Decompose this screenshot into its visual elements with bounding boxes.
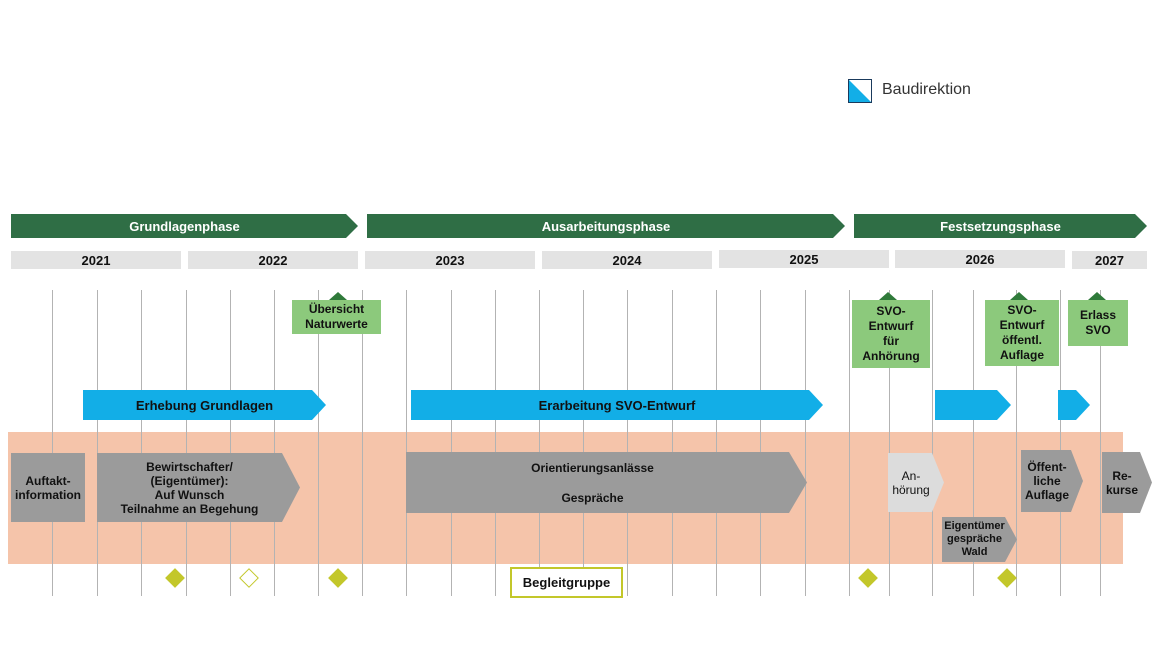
quarter-gridline — [318, 290, 319, 596]
year-2023: 2023 — [365, 251, 535, 269]
milestone-erlass-svo: Erlass SVO — [1068, 300, 1128, 346]
activity-anhoerung: An- hörung — [888, 453, 944, 512]
activity-text: hörung — [892, 482, 930, 497]
milestone-svo-auflage: SVO- Entwurf öffentl. Auflage — [985, 300, 1059, 366]
work-erarbeitung-svo-entwurf: Erarbeitung SVO-Entwurf — [411, 390, 823, 420]
org-name: Baudirektion — [882, 81, 971, 98]
activity-eigentuemergespraeche-wald: Eigentümer gespräche Wald — [942, 517, 1017, 562]
milestone-uebersicht-naturwerte: Übersicht Naturwerte — [292, 300, 381, 334]
phase-ausarbeitung: Ausarbeitungsphase — [367, 214, 845, 238]
year-2022: 2022 — [188, 251, 358, 269]
quarter-gridline — [362, 290, 363, 596]
activity-text: Auftakt- — [25, 473, 71, 488]
milestone-marker-icon — [1010, 292, 1028, 300]
work-erhebung-grundlagen: Erhebung Grundlagen — [83, 390, 326, 420]
milestone-text: für — [883, 334, 899, 348]
baudirektion-logo-icon — [848, 79, 872, 103]
activity-text: (Eigentümer): — [150, 473, 229, 488]
activity-text: liche — [1033, 474, 1061, 488]
quarter-gridline — [451, 290, 452, 596]
activity-oeffentliche-auflage: Öffent- liche Auflage — [1021, 450, 1083, 512]
quarter-gridline — [52, 290, 53, 596]
activity-rekurse: Re- kurse — [1102, 452, 1152, 513]
quarter-gridline — [672, 290, 673, 596]
activity-text: Wald — [961, 546, 988, 558]
activity-text: information — [15, 487, 81, 502]
meeting-diamond-icon — [858, 568, 878, 588]
milestone-marker-icon — [329, 292, 347, 300]
activity-text: Öffent- — [1027, 460, 1067, 474]
year-2026: 2026 — [895, 250, 1065, 268]
milestone-text: Anhörung — [862, 349, 920, 363]
quarter-gridline — [805, 290, 806, 596]
milestone-text: SVO- — [876, 304, 906, 318]
milestone-text: Naturwerte — [305, 317, 368, 331]
quarter-gridline — [141, 290, 142, 596]
milestone-marker-icon — [879, 292, 897, 300]
quarter-gridline — [1060, 290, 1061, 596]
activity-bewirtschafter: Bewirtschafter/ (Eigentümer): Auf Wunsch… — [97, 453, 300, 522]
activity-auftaktinformation: Auftakt- information — [11, 453, 85, 522]
quarter-gridline — [889, 290, 890, 596]
year-2027: 2027 — [1072, 251, 1147, 269]
year-2024: 2024 — [542, 251, 712, 269]
activity-text: Auf Wunsch — [154, 487, 225, 502]
milestone-text: Übersicht — [308, 302, 365, 316]
year-2025: 2025 — [719, 250, 889, 268]
milestone-marker-icon — [1088, 292, 1106, 300]
phase-label: Grundlagenphase — [129, 218, 240, 234]
year-2021: 2021 — [11, 251, 181, 269]
meeting-diamond-icon — [997, 568, 1017, 588]
milestone-text: Entwurf — [868, 319, 914, 333]
quarter-gridline — [495, 290, 496, 596]
activity-orientierungsanlaesse: Orientierungsanlässe Gespräche — [406, 452, 807, 513]
begleitgruppe-box: Begleitgruppe — [510, 567, 623, 598]
phase-label: Ausarbeitungsphase — [541, 218, 671, 234]
work-label: Erhebung Grundlagen — [135, 397, 274, 413]
quarter-gridline — [230, 290, 231, 596]
meeting-diamond-icon — [165, 568, 185, 588]
quarter-gridline — [627, 290, 628, 596]
activity-text: gespräche — [946, 533, 1003, 545]
work-label: Erarbeitung SVO-Entwurf — [538, 397, 696, 413]
quarter-gridline — [274, 290, 275, 596]
phase-grundlagen: Grundlagenphase — [11, 214, 358, 238]
milestone-svo-anhoerung: SVO- Entwurf für Anhörung — [852, 300, 930, 368]
milestone-text: SVO- — [1007, 303, 1037, 317]
milestone-text: SVO — [1085, 323, 1111, 337]
milestone-text: Erlass — [1079, 308, 1117, 322]
activity-text: Auflage — [1024, 488, 1069, 502]
activity-text: Re- — [1112, 468, 1132, 483]
activity-text: Teilnahme an Begehung — [120, 501, 259, 516]
activity-text: kurse — [1105, 482, 1139, 497]
phase-label: Festsetzungsphase — [940, 218, 1061, 234]
quarter-gridline — [186, 290, 187, 596]
quarter-gridline — [97, 290, 98, 596]
milestone-text: Entwurf — [999, 318, 1045, 332]
milestone-text: öffentl. — [1002, 333, 1042, 347]
quarter-gridline — [1100, 290, 1101, 596]
activity-text: Gespräche — [561, 490, 624, 505]
work-arrow-erlass — [1058, 390, 1090, 420]
quarter-gridline — [539, 290, 540, 596]
quarter-gridline — [583, 290, 584, 596]
quarter-gridline — [932, 290, 933, 596]
milestone-text: Auflage — [999, 348, 1044, 362]
phase-festsetzung: Festsetzungsphase — [854, 214, 1147, 238]
quarter-gridline — [973, 290, 974, 596]
quarter-gridline — [716, 290, 717, 596]
activity-text: Bewirtschafter/ — [146, 459, 233, 474]
meeting-diamond-outline-icon — [239, 568, 259, 588]
quarter-gridline — [406, 290, 407, 596]
activity-text: Eigentümer — [944, 520, 1005, 532]
work-arrow-festsetzung — [935, 390, 1011, 420]
quarter-gridline — [1016, 290, 1017, 596]
quarter-gridline — [760, 290, 761, 596]
quarter-gridline — [849, 290, 850, 596]
meeting-diamond-icon — [328, 568, 348, 588]
activity-text: Orientierungsanlässe — [531, 460, 654, 475]
activity-text: An- — [901, 468, 921, 483]
